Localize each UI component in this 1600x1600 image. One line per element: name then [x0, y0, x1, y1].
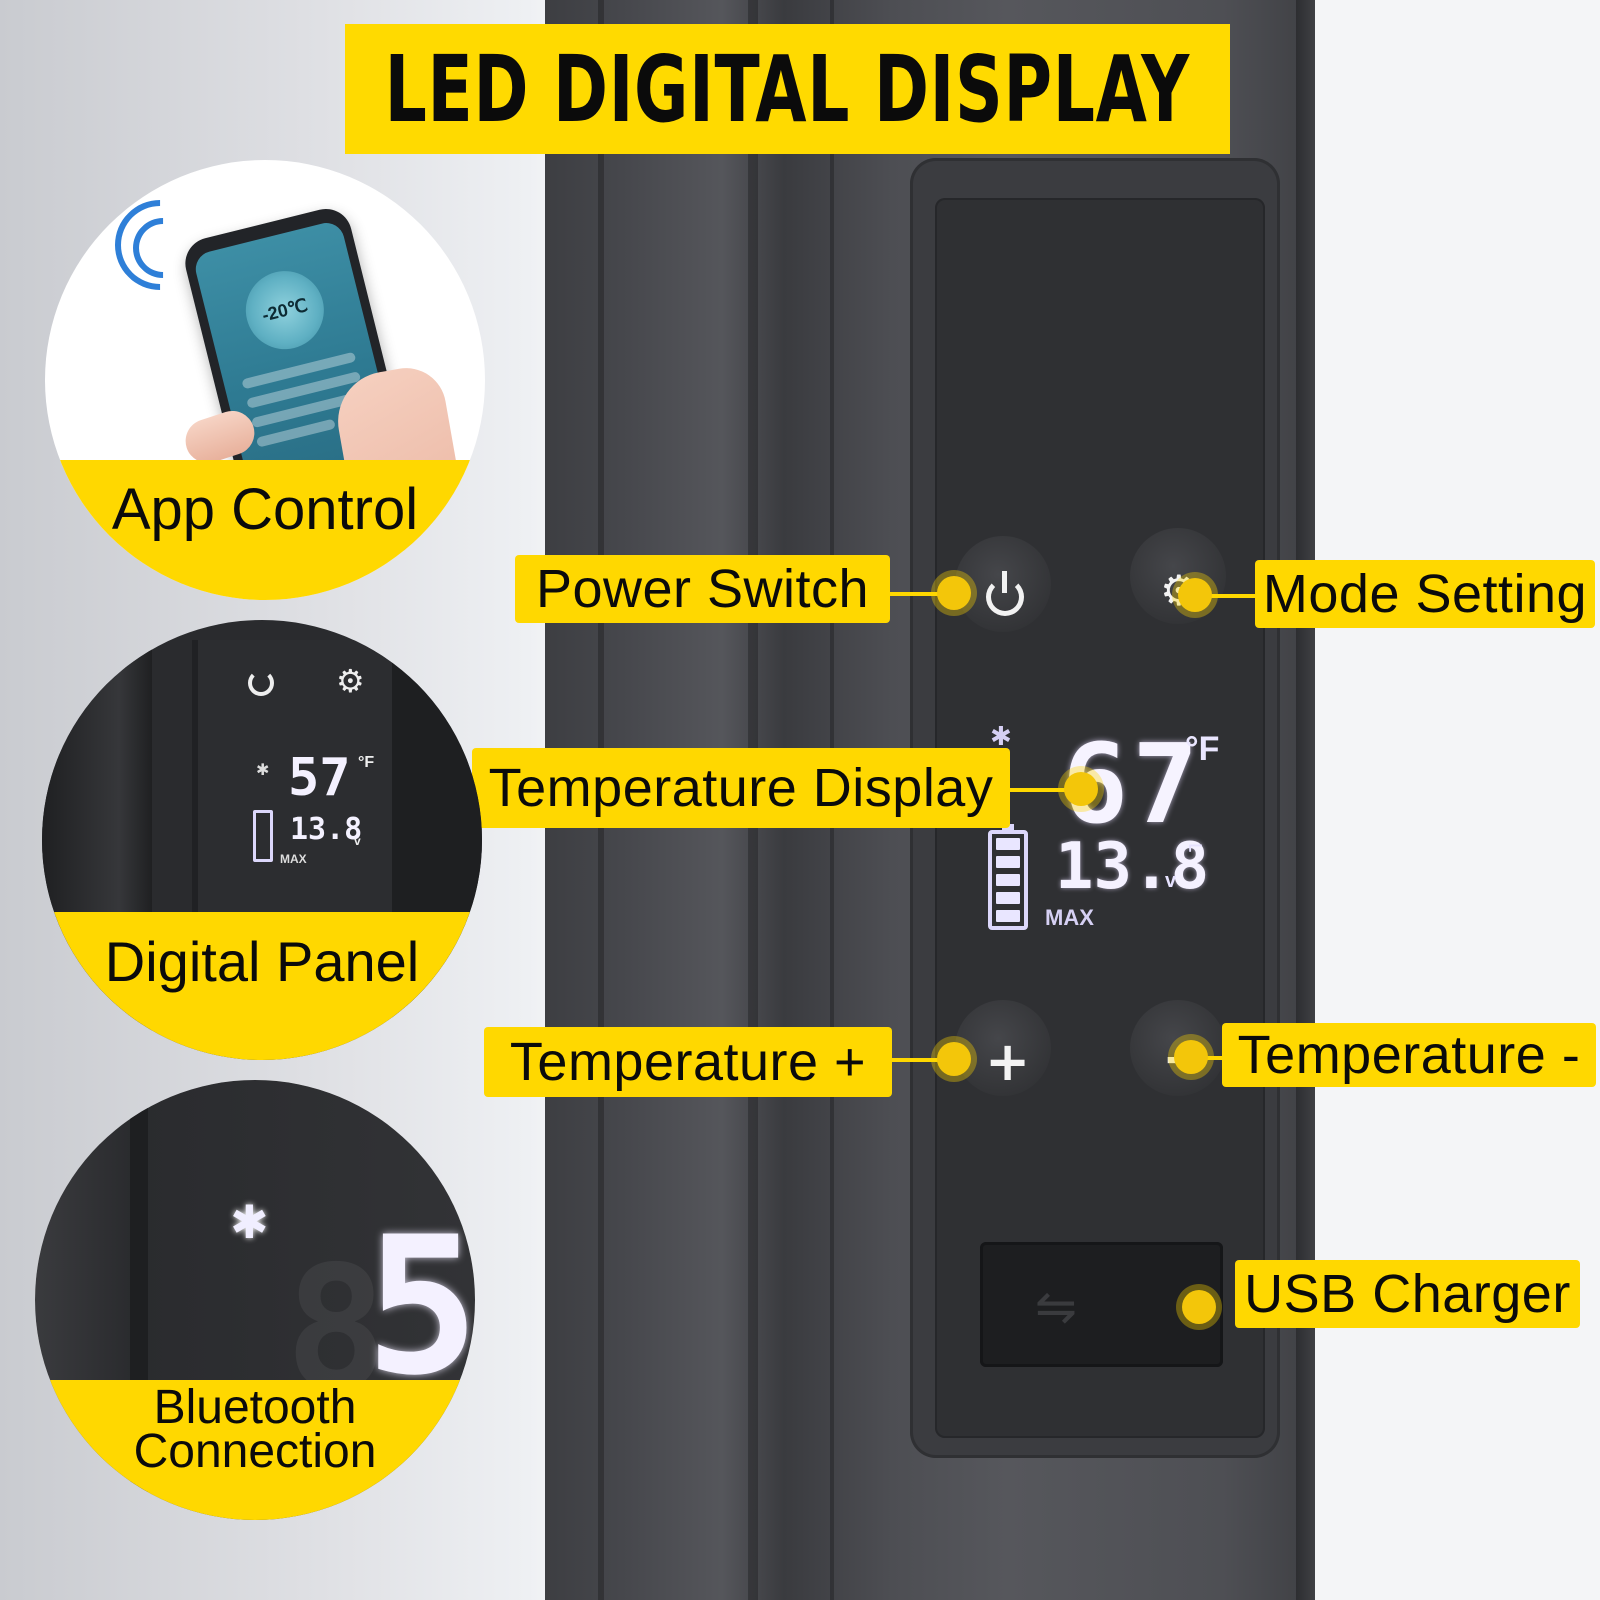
voltage-unit: v	[1165, 870, 1177, 892]
callout-temperature-plus: Temperature +	[484, 1027, 892, 1097]
bluetooth-icon: ✱	[990, 722, 1012, 752]
temperature-plus-button[interactable]	[955, 1000, 1051, 1096]
mode-button[interactable]	[1130, 528, 1226, 624]
callout-power-switch: Power Switch	[515, 555, 890, 623]
bluetooth-icon: ✱	[230, 1195, 269, 1249]
fridge-edge	[1296, 0, 1315, 1600]
callout-temperature-minus: Temperature -	[1222, 1023, 1596, 1087]
app-control-inset: -20℃ App Control	[45, 160, 485, 600]
app-control-label: App Control	[45, 460, 485, 600]
callout-marker	[937, 1042, 971, 1076]
bluetooth-inset: 8 ✱ 5 Bluetooth Connection	[35, 1080, 475, 1520]
mini-temperature-unit: °F	[358, 754, 375, 771]
temperature-unit: °F	[1185, 730, 1220, 768]
digital-panel-label: Digital Panel	[42, 912, 482, 1060]
callout-leader	[1210, 594, 1258, 598]
bluetooth-temperature-digit: 5	[365, 1196, 475, 1417]
title-banner: LED DIGITAL DISPLAY	[345, 24, 1230, 154]
usb-icon: ⇋	[1035, 1278, 1077, 1336]
gear-icon: ⚙	[336, 662, 365, 700]
mini-control-panel: ⚙ ✱ 57 °F 13.8 v MAX	[192, 640, 392, 960]
callout-marker	[1174, 1040, 1208, 1074]
mini-level-label: MAX	[280, 852, 307, 866]
plus-icon: +	[985, 1030, 1031, 1093]
mini-voltage-unit: v	[354, 834, 361, 848]
callout-mode-setting: Mode Setting	[1255, 560, 1595, 628]
callout-marker	[937, 576, 971, 610]
mini-temperature-readout: 57	[288, 748, 351, 808]
bluetooth-label-line2: Connection	[133, 1425, 377, 1478]
callout-usb-charger: USB Charger	[1235, 1260, 1580, 1328]
page-title: LED DIGITAL DISPLAY	[384, 35, 1191, 143]
bluetooth-label-line1: Bluetooth	[153, 1380, 357, 1434]
voltage-readout: 13.8	[1055, 830, 1210, 904]
power-icon	[248, 670, 274, 696]
bluetooth-connection-label: Bluetooth Connection	[35, 1380, 475, 1520]
app-temperature-dial: -20℃	[237, 262, 333, 358]
power-level-label: MAX	[1045, 905, 1094, 930]
callout-leader	[1205, 1056, 1225, 1060]
digital-panel-inset: ⚙ ✱ 57 °F 13.8 v MAX Digital Panel	[42, 620, 482, 1060]
callout-marker	[1178, 578, 1212, 612]
callout-marker	[1064, 772, 1098, 806]
mini-voltage-readout: 13.8	[290, 812, 363, 847]
callout-temperature-display: Temperature Display	[472, 748, 1010, 828]
mode-indicator-icon: ⌐	[1188, 830, 1204, 860]
callout-leader	[1008, 788, 1078, 792]
power-icon	[986, 571, 1024, 616]
callout-leader	[888, 592, 950, 596]
bluetooth-icon: ✱	[256, 760, 270, 779]
battery-icon	[988, 824, 1028, 930]
battery-icon	[253, 810, 273, 862]
callout-marker	[1182, 1290, 1216, 1324]
callout-leader	[890, 1058, 950, 1062]
